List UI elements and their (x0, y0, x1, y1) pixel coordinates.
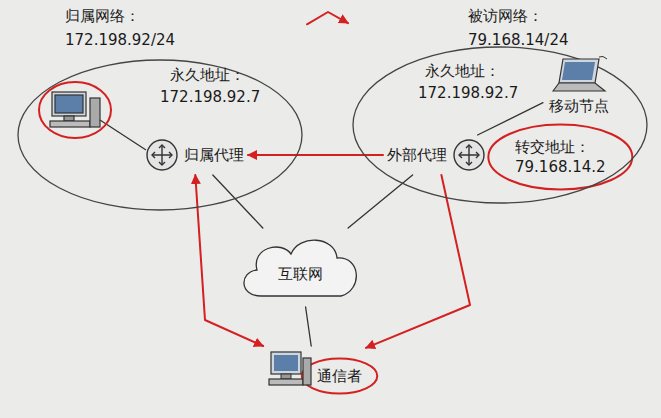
network-link (213, 175, 263, 228)
computer-icon (267, 348, 313, 390)
address-label: 永久地址： (170, 66, 245, 84)
router-icon (144, 137, 180, 173)
node-label: 79.168.14/24 (468, 31, 568, 49)
laptop-icon (549, 55, 609, 95)
address-label: 转交地址： (515, 138, 590, 156)
annotation-arrow (366, 175, 470, 348)
address-label: 永久地址： (425, 62, 500, 80)
network-link (306, 307, 312, 346)
node-label: 归属代理 (184, 146, 244, 164)
address-label: 172.198.92.7 (418, 84, 518, 102)
router-icon (451, 137, 487, 173)
network-region: 归属网络： 172.198.92/24 归属代理 (15, 5, 305, 215)
router-node: 外部代理 (385, 137, 489, 173)
address-label: 172.198.92.7 (160, 88, 260, 106)
node-label: 通信者 (317, 367, 362, 385)
node-label: 归属网络： (65, 7, 140, 25)
node-label: 172.198.92/24 (65, 31, 175, 49)
router-node: 归属代理 (142, 137, 246, 173)
annotation-arrow (248, 154, 383, 156)
cloud-text: 互联网 (278, 265, 323, 283)
annotation-circle (39, 82, 111, 138)
internet-cloud: 互联网 (235, 230, 365, 305)
computer-icon (50, 92, 100, 127)
annotation-circle (302, 359, 378, 394)
network-link (478, 103, 543, 135)
node-label: 被访网络： (468, 7, 543, 25)
network-region: 被访网络： 79.168.14/24 移动节点外部代理 (350, 5, 650, 210)
node-label: 移动节点 (549, 97, 609, 115)
node-label: 外部代理 (387, 146, 447, 164)
annotation-circle (488, 125, 632, 190)
annotation-arrow (307, 12, 348, 24)
host-node: 通信者 (265, 348, 364, 390)
address-label: 79.168.14.2 (515, 158, 606, 176)
mobile-node: 移动节点 (545, 55, 613, 115)
node-label: 互联网 (278, 265, 323, 283)
